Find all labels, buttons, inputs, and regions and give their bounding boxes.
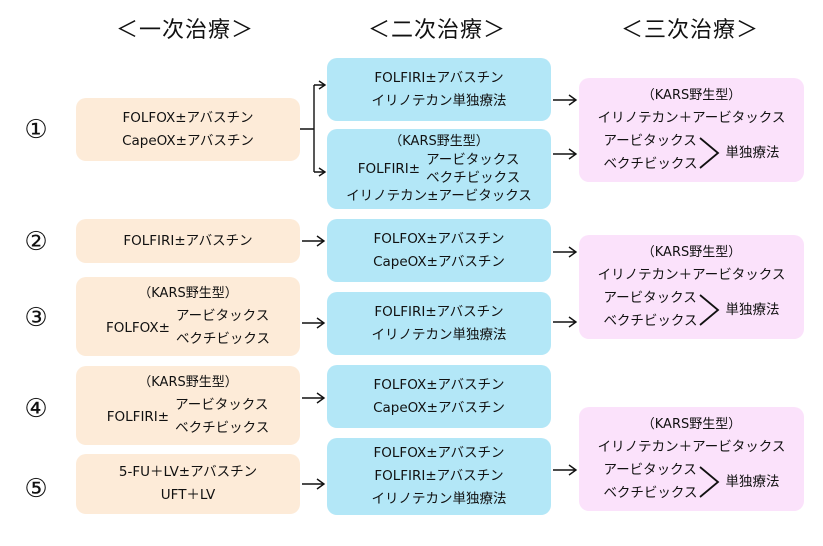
option-group: アービタックス ベクチビックス 単独療法 bbox=[603, 287, 779, 333]
kras-wild-type-label: （KARS野生型） bbox=[641, 88, 742, 103]
regimen-line: イリノテカン単独療法 bbox=[371, 92, 507, 109]
kras-wild-type-label: （KARS野生型） bbox=[641, 417, 742, 432]
row-number-4: ④ bbox=[24, 394, 48, 424]
regimen-line: UFT＋LV bbox=[160, 487, 216, 503]
option-item: ベクチビックス bbox=[603, 156, 698, 172]
monotherapy-label: 単独療法 bbox=[725, 473, 780, 490]
kras-wild-type-label: （KARS野生型） bbox=[641, 245, 742, 260]
row-number-2: ② bbox=[24, 227, 48, 257]
option-group: アービタックス ベクチビックス 単独療法 bbox=[603, 459, 779, 505]
option-item: アービタックス bbox=[426, 152, 520, 168]
option-item: ベクチビックス bbox=[175, 331, 271, 347]
option-item: ベクチビックス bbox=[603, 485, 698, 501]
option-item: アービタックス bbox=[603, 133, 697, 149]
option-item: ベクチビックス bbox=[603, 313, 698, 329]
regimen-line: FOLFOX±アバスチン bbox=[373, 445, 505, 461]
row5-first-line-box: 5-FU＋LV±アバスチン UFT＋LV bbox=[76, 454, 300, 514]
option-group: アービタックス ベクチビックス 単独療法 bbox=[603, 130, 779, 176]
regimen-line: イリノテカン＋アービタックス bbox=[597, 267, 786, 283]
regimen-line: イリノテカン＋アービタックス bbox=[597, 110, 786, 126]
kras-wild-type-label: （KARS野生型） bbox=[138, 375, 238, 390]
regimen-line: FOLFIRI±アバスチン bbox=[374, 303, 504, 320]
row1-second-line-box-a: FOLFIRI±アバスチン イリノテカン単独療法 bbox=[327, 58, 551, 121]
regimen-line: イリノテカン単独療法 bbox=[371, 326, 507, 343]
row1-first-line-box: FOLFOX±アバスチン CapeOX±アバスチン bbox=[76, 98, 300, 161]
header-second-line: ＜二次治療＞ bbox=[367, 18, 506, 43]
row3-second-line-box: FOLFIRI±アバスチン イリノテカン単独療法 bbox=[327, 292, 551, 355]
regimen-line: CapeOX±アバスチン bbox=[373, 253, 505, 270]
row2-third-line-box: （KARS野生型） イリノテカン＋アービタックス アービタックス ベクチビックス… bbox=[579, 235, 804, 339]
regimen-line: FOLFIRI±アバスチン bbox=[374, 468, 504, 484]
regimen-line: イリノテカン＋アービタックス bbox=[597, 439, 786, 455]
branch-arrow-connector bbox=[300, 85, 315, 172]
regimen-line: FOLFOX±アバスチン bbox=[122, 109, 254, 126]
monotherapy-label: 単独療法 bbox=[725, 144, 780, 161]
row3-first-line-box: （KARS野生型） FOLFOX± アービタックス ベクチビックス bbox=[76, 277, 300, 356]
arrow-right-icon bbox=[302, 317, 326, 329]
row4-first-line-box: （KARS野生型） FOLFIRI± アービタックス ベクチビックス bbox=[76, 366, 300, 445]
row2-second-line-box: FOLFOX±アバスチン CapeOX±アバスチン bbox=[327, 219, 551, 282]
regimen-line: CapeOX±アバスチン bbox=[122, 132, 254, 149]
regimen-line: 5-FU＋LV±アバスチン bbox=[118, 464, 258, 480]
arrow-right-icon bbox=[553, 464, 578, 476]
regimen-prefix: FOLFIRI± bbox=[357, 161, 421, 177]
option-group: FOLFIRI± アービタックス ベクチビックス bbox=[358, 151, 520, 187]
regimen-prefix: FOLFOX± bbox=[105, 319, 170, 336]
option-item: ベクチビックス bbox=[175, 420, 270, 436]
row-number-3: ③ bbox=[24, 303, 48, 333]
chevron-right-icon bbox=[698, 137, 719, 169]
arrow-right-icon bbox=[302, 392, 326, 404]
row2-first-line-box: FOLFIRI±アバスチン bbox=[76, 219, 300, 263]
option-item: アービタックス bbox=[175, 397, 269, 413]
regimen-line: FOLFOX±アバスチン bbox=[373, 230, 505, 247]
row-number-1: ① bbox=[24, 115, 48, 145]
row5-third-line-box: （KARS野生型） イリノテカン＋アービタックス アービタックス ベクチビックス… bbox=[579, 407, 804, 511]
kras-wild-type-label: （KARS野生型） bbox=[389, 134, 489, 149]
header-first-line: ＜一次治療＞ bbox=[115, 18, 254, 43]
regimen-line: CapeOX±アバスチン bbox=[373, 399, 505, 416]
row4-second-line-box: FOLFOX±アバスチン CapeOX±アバスチン bbox=[327, 365, 551, 428]
option-item: ベクチビックス bbox=[426, 170, 521, 186]
arrow-right-icon bbox=[314, 80, 327, 90]
option-item: アービタックス bbox=[175, 308, 270, 324]
chevron-right-icon bbox=[698, 466, 719, 498]
arrow-right-icon bbox=[302, 235, 326, 247]
regimen-line: イリノテカン±アービタックス bbox=[346, 188, 532, 204]
option-item: アービタックス bbox=[603, 462, 697, 478]
arrow-right-icon bbox=[553, 246, 578, 258]
regimen-line: FOLFIRI±アバスチン bbox=[123, 232, 253, 249]
row1-third-line-box: （KARS野生型） イリノテカン＋アービタックス アービタックス ベクチビックス… bbox=[579, 78, 804, 182]
option-group: FOLFOX± アービタックス ベクチビックス bbox=[106, 305, 270, 351]
row-number-5: ⑤ bbox=[24, 474, 48, 504]
option-item: アービタックス bbox=[603, 290, 697, 306]
option-group: FOLFIRI± アービタックス ベクチビックス bbox=[107, 394, 269, 440]
kras-wild-type-label: （KARS野生型） bbox=[138, 286, 238, 301]
row5-second-line-box: FOLFOX±アバスチン FOLFIRI±アバスチン イリノテカン単独療法 bbox=[327, 438, 551, 515]
regimen-line: イリノテカン単独療法 bbox=[371, 491, 507, 507]
header-third-line: ＜三次治療＞ bbox=[620, 18, 759, 43]
arrow-right-icon bbox=[553, 148, 578, 160]
regimen-prefix: FOLFIRI± bbox=[106, 408, 170, 425]
regimen-line: FOLFOX±アバスチン bbox=[373, 376, 505, 393]
chevron-right-icon bbox=[698, 294, 719, 326]
row1-second-line-box-b: （KARS野生型） FOLFIRI± アービタックス ベクチビックス イリノテカ… bbox=[327, 129, 551, 209]
regimen-line: FOLFIRI±アバスチン bbox=[374, 69, 504, 86]
arrow-right-icon bbox=[553, 94, 578, 106]
monotherapy-label: 単独療法 bbox=[725, 301, 780, 318]
arrow-right-icon bbox=[314, 167, 327, 177]
arrow-right-icon bbox=[302, 478, 326, 490]
arrow-right-icon bbox=[553, 316, 578, 328]
